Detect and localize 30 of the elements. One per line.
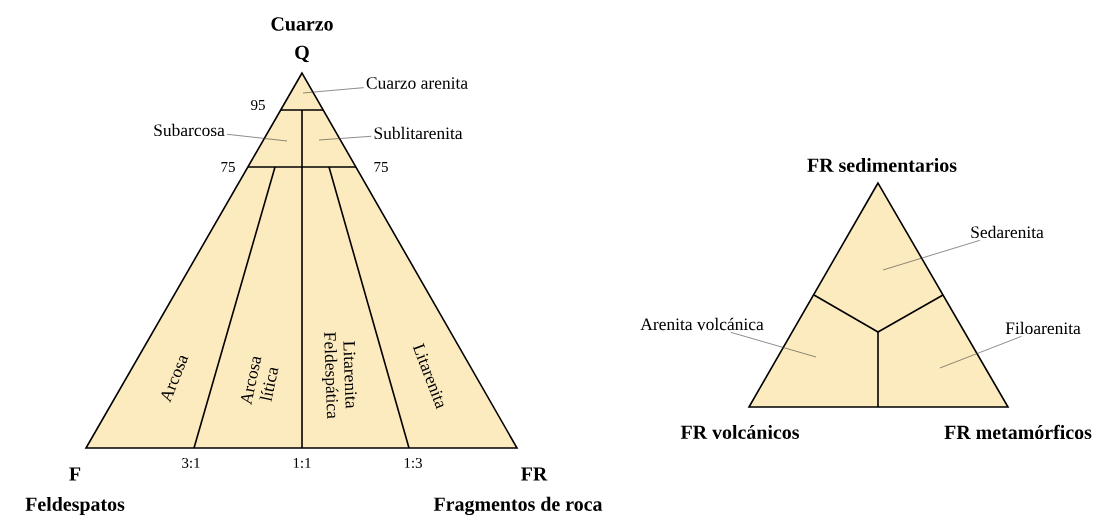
field-name: Litarenita Feldespática [322, 332, 357, 419]
tick-label: 1:1 [293, 457, 311, 469]
leader-line [302, 87, 365, 94]
leader-line [939, 336, 1022, 369]
vertex-label: Feldespatos [25, 496, 125, 515]
vertex-label: FR sedimentarios [807, 158, 957, 172]
vertex-label: F [69, 467, 81, 481]
vertex-label: FR [521, 467, 548, 481]
leader-line [318, 136, 372, 141]
field-name: Filoarenita [1005, 321, 1081, 335]
vertex-label: FR metamórficos [944, 424, 1092, 440]
field-name: Arcosa lítica [241, 356, 279, 406]
field-name: Arcosa [161, 355, 189, 403]
field-name: Subarcosa [154, 123, 225, 137]
tick-label: 1:3 [404, 457, 422, 469]
vertex-label: Fragmentos de roca [433, 496, 603, 516]
tick-label: 75 [221, 162, 235, 172]
field-name: Sedarenita [971, 225, 1044, 239]
vertex-label: FR volcánicos [680, 424, 799, 439]
leader-line [226, 133, 288, 142]
field-name: Cuarzo arenita [366, 77, 468, 89]
leader-line [730, 332, 817, 358]
vertex-label: Q [295, 45, 309, 63]
tick-label: 75 [374, 162, 388, 172]
leader-line [882, 240, 981, 271]
field-name: Sublitarenita [374, 126, 463, 140]
tick-label: 95 [251, 99, 265, 110]
vertex-label: Cuarzo [271, 17, 333, 31]
tick-label: 3:1 [182, 457, 200, 469]
field-name: Arenita volcánica [640, 317, 764, 331]
